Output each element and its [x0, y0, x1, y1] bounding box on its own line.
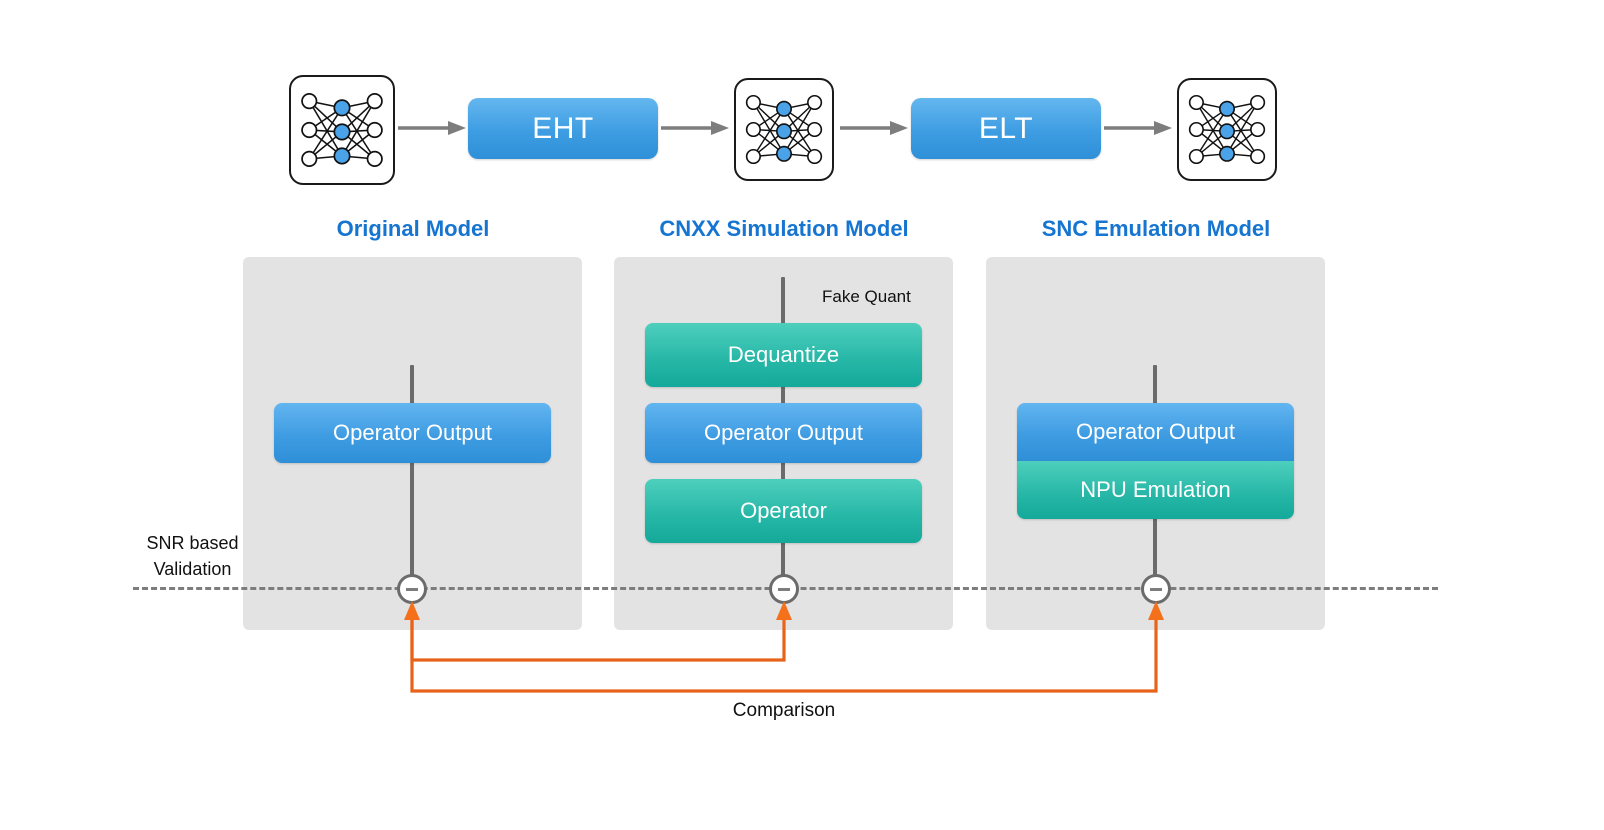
block-stack-emulation: Operator Output NPU Emulation [1017, 403, 1294, 519]
comparison-label: Comparison [614, 700, 954, 722]
block-label: Operator Output [333, 420, 492, 445]
validation-node-simulation[interactable] [769, 574, 799, 604]
column-header-emulation-label: SNC Emulation Model [1041, 216, 1271, 241]
panel-snc-emulation-model: Operator Output NPU Emulation [986, 257, 1325, 630]
block-label: Operator Output [704, 420, 863, 445]
block-operator-output-emulation[interactable]: Operator Output [1017, 403, 1294, 461]
stage-button-elt[interactable]: ELT [911, 98, 1101, 159]
block-operator-output-simulation[interactable]: Operator Output [645, 403, 922, 463]
column-header-simulation-label: CNXX Simulation Model [659, 216, 909, 241]
validation-node-emulation[interactable] [1141, 574, 1171, 604]
column-header-simulation: CNXX Simulation Model [614, 216, 954, 242]
snr-validation-label: SNR based Validation [120, 530, 265, 582]
column-header-original: Original Model [243, 216, 583, 242]
block-npu-emulation[interactable]: NPU Emulation [1017, 461, 1294, 519]
flow-arrow-4 [1104, 120, 1172, 136]
block-operator[interactable]: Operator [645, 479, 922, 543]
column-header-emulation: SNC Emulation Model [986, 216, 1326, 242]
block-label: Dequantize [727, 342, 840, 367]
comparison-label-text: Comparison [732, 700, 836, 721]
stage-label-eht: EHT [532, 111, 594, 145]
flow-arrow-3 [840, 120, 908, 136]
neural-network-icon-original [289, 75, 395, 185]
neural-network-icon-emulation [1177, 78, 1277, 181]
column-header-original-label: Original Model [336, 216, 490, 241]
pipeline-row: EHT [0, 0, 1604, 210]
fake-quant-annotation: Fake Quant [822, 287, 911, 307]
block-label: Operator [740, 498, 827, 523]
panel-cnxx-simulation-model: Fake Quant Dequantize Operator Output Op… [614, 257, 953, 630]
flow-arrow-2 [661, 120, 729, 136]
snr-validation-label-line2: Validation [153, 559, 232, 579]
neural-network-icon-simulation [734, 78, 834, 181]
flow-line-original [410, 365, 414, 589]
block-label: NPU Emulation [1080, 477, 1231, 502]
block-label: Operator Output [1076, 419, 1235, 444]
fake-quant-label-text: Fake Quant [822, 287, 911, 306]
panel-original-model: Operator Output [243, 257, 582, 630]
stage-button-eht[interactable]: EHT [468, 98, 658, 159]
validation-node-original[interactable] [397, 574, 427, 604]
flow-arrow-1 [398, 120, 466, 136]
stage-label-elt: ELT [978, 111, 1034, 145]
snr-validation-label-line1: SNR based [146, 533, 239, 553]
block-operator-output-original[interactable]: Operator Output [274, 403, 551, 463]
block-dequantize[interactable]: Dequantize [645, 323, 922, 387]
